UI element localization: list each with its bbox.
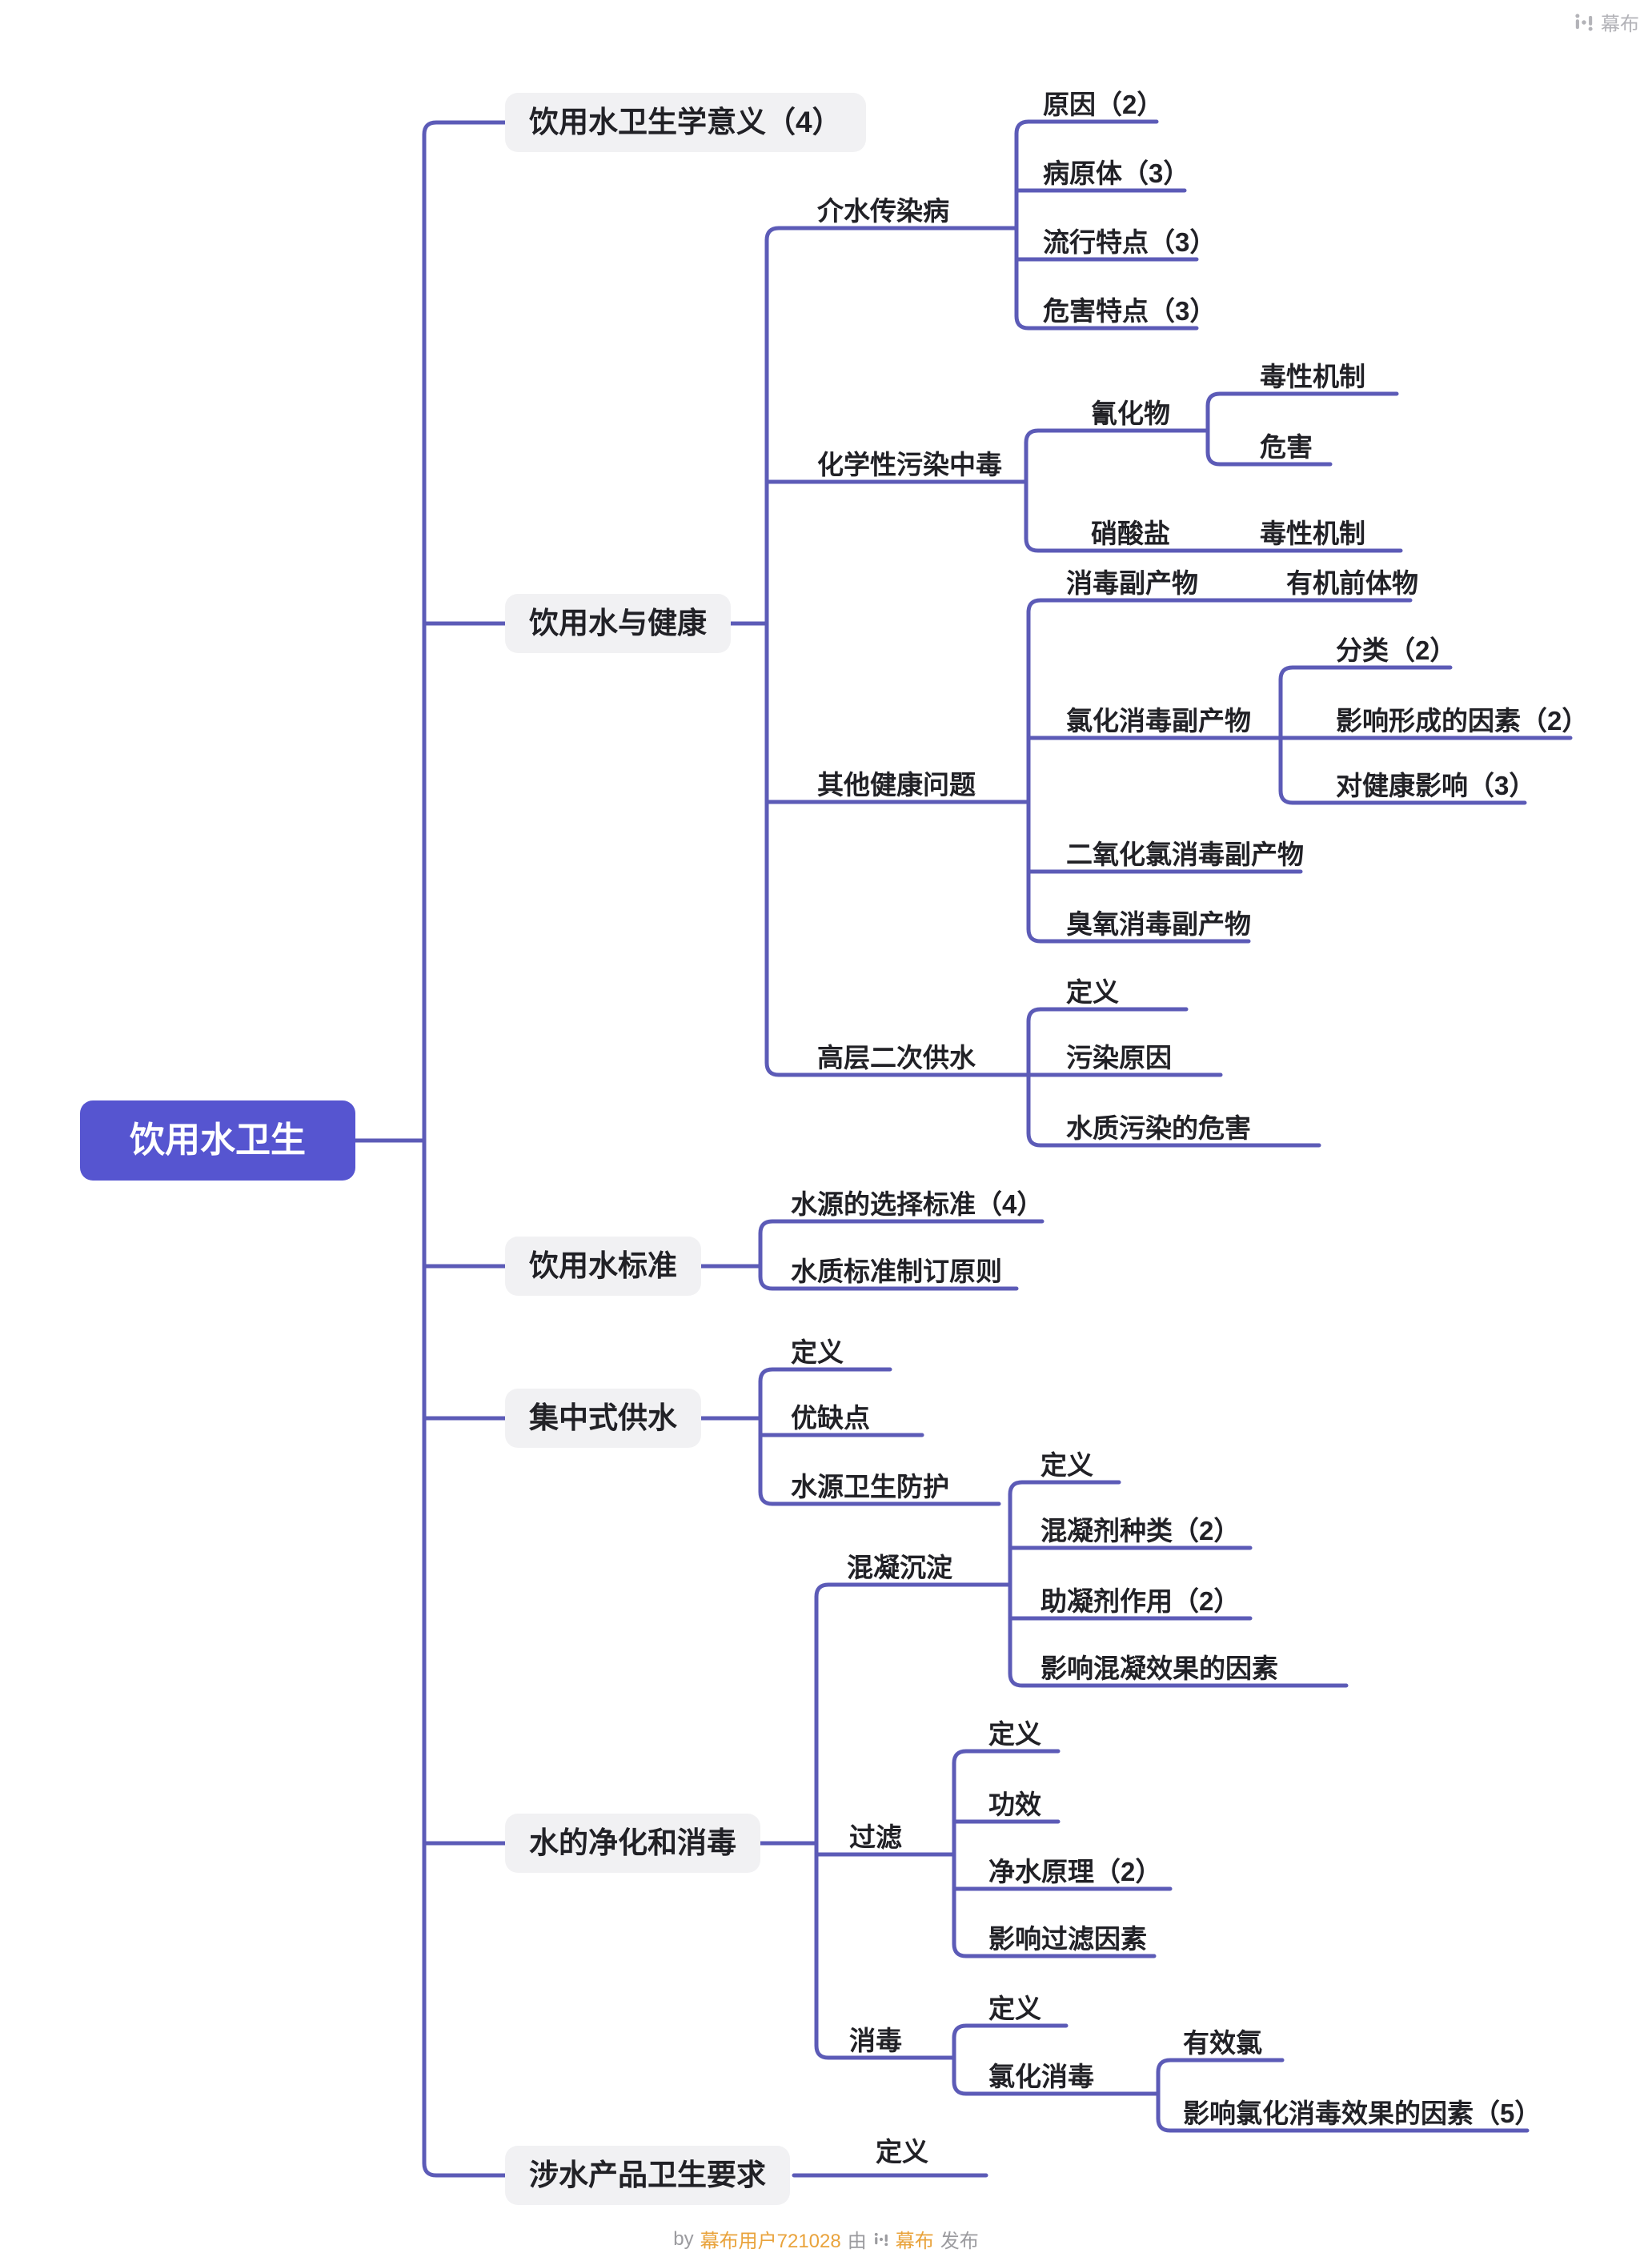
map-node-label[interactable]: 净水原理（2） (988, 1857, 1162, 1886)
branch-node[interactable]: 饮用水与健康 (505, 594, 731, 653)
mubu-watermark: 幕布 (1574, 8, 1639, 36)
map-node-label[interactable]: 优缺点 (791, 1403, 870, 1433)
map-node-label[interactable]: 有机前体物 (1286, 568, 1418, 598)
map-node-label[interactable]: 分类（2） (1336, 635, 1457, 665)
branch-node[interactable]: 集中式供水 (505, 1389, 701, 1448)
map-node-label[interactable]: 水质污染的危害 (1066, 1113, 1251, 1143)
map-node-label[interactable]: 定义 (988, 1994, 1041, 2023)
map-node-label[interactable]: 定义 (876, 2137, 928, 2167)
map-node-label[interactable]: 消毒 (849, 2026, 902, 2055)
map-node-label[interactable]: 危害特点（3） (1043, 296, 1217, 326)
branch-node[interactable]: 水的净化和消毒 (505, 1814, 760, 1873)
map-node-label[interactable]: 介水传染病 (817, 196, 949, 226)
map-node-label[interactable]: 影响形成的因素（2） (1336, 706, 1589, 736)
map-node-label[interactable]: 对健康影响（3） (1336, 771, 1536, 800)
map-node-label[interactable]: 危害 (1260, 432, 1313, 462)
map-node-label[interactable]: 流行特点（3） (1043, 227, 1217, 257)
footer-middle: 由 (847, 2231, 867, 2252)
map-node-label[interactable]: 污染原因 (1066, 1043, 1172, 1072)
map-node-label[interactable]: 原因（2） (1043, 90, 1164, 119)
map-node-label[interactable]: 影响混凝效果的因素 (1041, 1654, 1278, 1683)
map-node-label[interactable]: 二氧化氯消毒副产物 (1066, 840, 1304, 869)
map-node-label[interactable]: 定义 (988, 1719, 1041, 1749)
mubu-logo-icon-small (873, 2231, 889, 2247)
footer-prefix: by (673, 2227, 694, 2250)
map-node-label[interactable]: 消毒副产物 (1066, 568, 1198, 598)
map-node-label[interactable]: 化学性污染中毒 (817, 450, 1002, 479)
map-node-label[interactable]: 定义 (791, 1337, 844, 1367)
map-node-label[interactable]: 其他健康问题 (817, 770, 976, 800)
map-node-label[interactable]: 影响氯化消毒效果的因素（5） (1183, 2099, 1542, 2128)
branch-node[interactable]: 涉水产品卫生要求 (505, 2146, 790, 2205)
map-node-label[interactable]: 硝酸盐 (1091, 519, 1170, 548)
map-node-label[interactable]: 定义 (1066, 977, 1119, 1007)
map-node-label[interactable]: 定义 (1041, 1450, 1093, 1480)
mubu-brand-label: 幕布 (1601, 14, 1639, 35)
map-node-label[interactable]: 毒性机制 (1260, 362, 1365, 391)
map-node-label[interactable]: 混凝剂种类（2） (1041, 1516, 1241, 1545)
footer-author-link[interactable]: 幕布用户721028 (700, 2231, 841, 2252)
map-node-label[interactable]: 水源的选择标准（4） (791, 1189, 1044, 1219)
publish-footer: by 幕布用户721028 由 幕布 发布 (0, 2225, 1652, 2253)
root-node[interactable]: 饮用水卫生 (80, 1100, 355, 1181)
map-node-label[interactable]: 助凝剂作用（2） (1041, 1586, 1241, 1616)
map-node-label[interactable]: 混凝沉淀 (847, 1553, 952, 1582)
map-node-label[interactable]: 水源卫生防护 (791, 1472, 949, 1501)
map-node-label[interactable]: 影响过滤因素 (988, 1924, 1147, 1954)
footer-brand-link[interactable]: 幕布 (895, 2231, 934, 2252)
map-node-label[interactable]: 有效氯 (1183, 2028, 1262, 2058)
map-node-label[interactable]: 臭氧消毒副产物 (1066, 909, 1251, 939)
map-node-label[interactable]: 过滤 (849, 1822, 902, 1852)
mubu-logo-icon (1574, 12, 1594, 33)
map-node-label[interactable]: 高层二次供水 (817, 1043, 976, 1072)
branch-node[interactable]: 饮用水卫生学意义（4） (505, 93, 866, 152)
map-node-label[interactable]: 功效 (988, 1790, 1041, 1819)
map-node-label[interactable]: 氯化消毒副产物 (1066, 706, 1251, 736)
map-node-label[interactable]: 水质标准制订原则 (791, 1257, 1002, 1286)
map-node-label[interactable]: 氰化物 (1091, 399, 1170, 428)
map-node-label[interactable]: 氯化消毒 (988, 2062, 1094, 2091)
map-node-label[interactable]: 病原体（3） (1043, 158, 1190, 188)
footer-suffix: 发布 (940, 2231, 979, 2252)
branch-node[interactable]: 饮用水标准 (505, 1237, 701, 1296)
map-node-label[interactable]: 毒性机制 (1260, 519, 1365, 548)
